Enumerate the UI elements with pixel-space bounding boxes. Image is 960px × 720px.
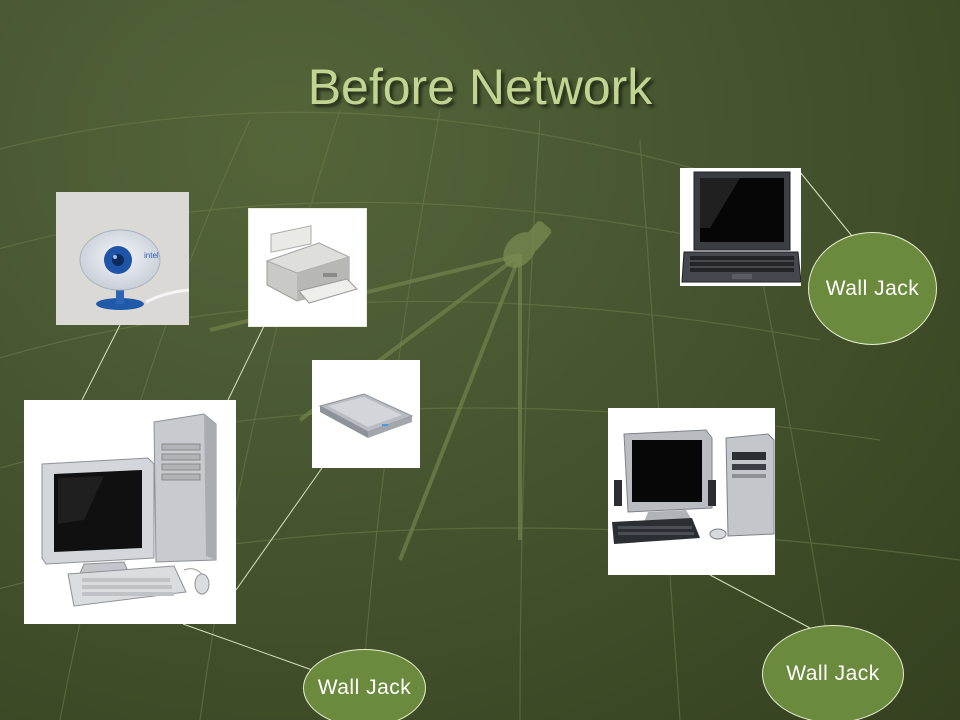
scanner-connection-line [235, 467, 323, 591]
scanner-image [312, 360, 420, 468]
wall-jack-desktop: Wall Jack [762, 625, 904, 720]
wall-jack-laptop: Wall Jack [808, 232, 937, 345]
wall-jack-label: Wall Jack [786, 662, 880, 685]
laptop-image [680, 168, 801, 286]
webcam-image: intel [56, 192, 189, 325]
scanner-icon [312, 360, 420, 468]
wall-jack-label: Wall Jack [825, 276, 920, 300]
wall-jack-workstation: Wall Jack [303, 649, 426, 720]
desktop-pc-icon [608, 408, 775, 575]
desktop-wall-jack-line [709, 574, 811, 629]
printer-icon [249, 209, 366, 326]
laptop-icon [680, 168, 801, 286]
slide-title: Before Network [307, 59, 653, 115]
svg-text:intel: intel [144, 251, 159, 260]
wall-jack-label: Wall Jack [317, 676, 412, 699]
workstation-wall-jack-line [182, 623, 316, 672]
webcam-icon: intel [56, 192, 189, 325]
desktop-pc-image [608, 408, 775, 575]
desktop-workstation-icon [24, 400, 236, 624]
laptop-wall-jack-line [799, 171, 853, 237]
printer-image [248, 208, 367, 327]
workstation-image [24, 400, 236, 624]
printer-connection-line [227, 325, 265, 401]
webcam-connection-line [81, 324, 121, 401]
